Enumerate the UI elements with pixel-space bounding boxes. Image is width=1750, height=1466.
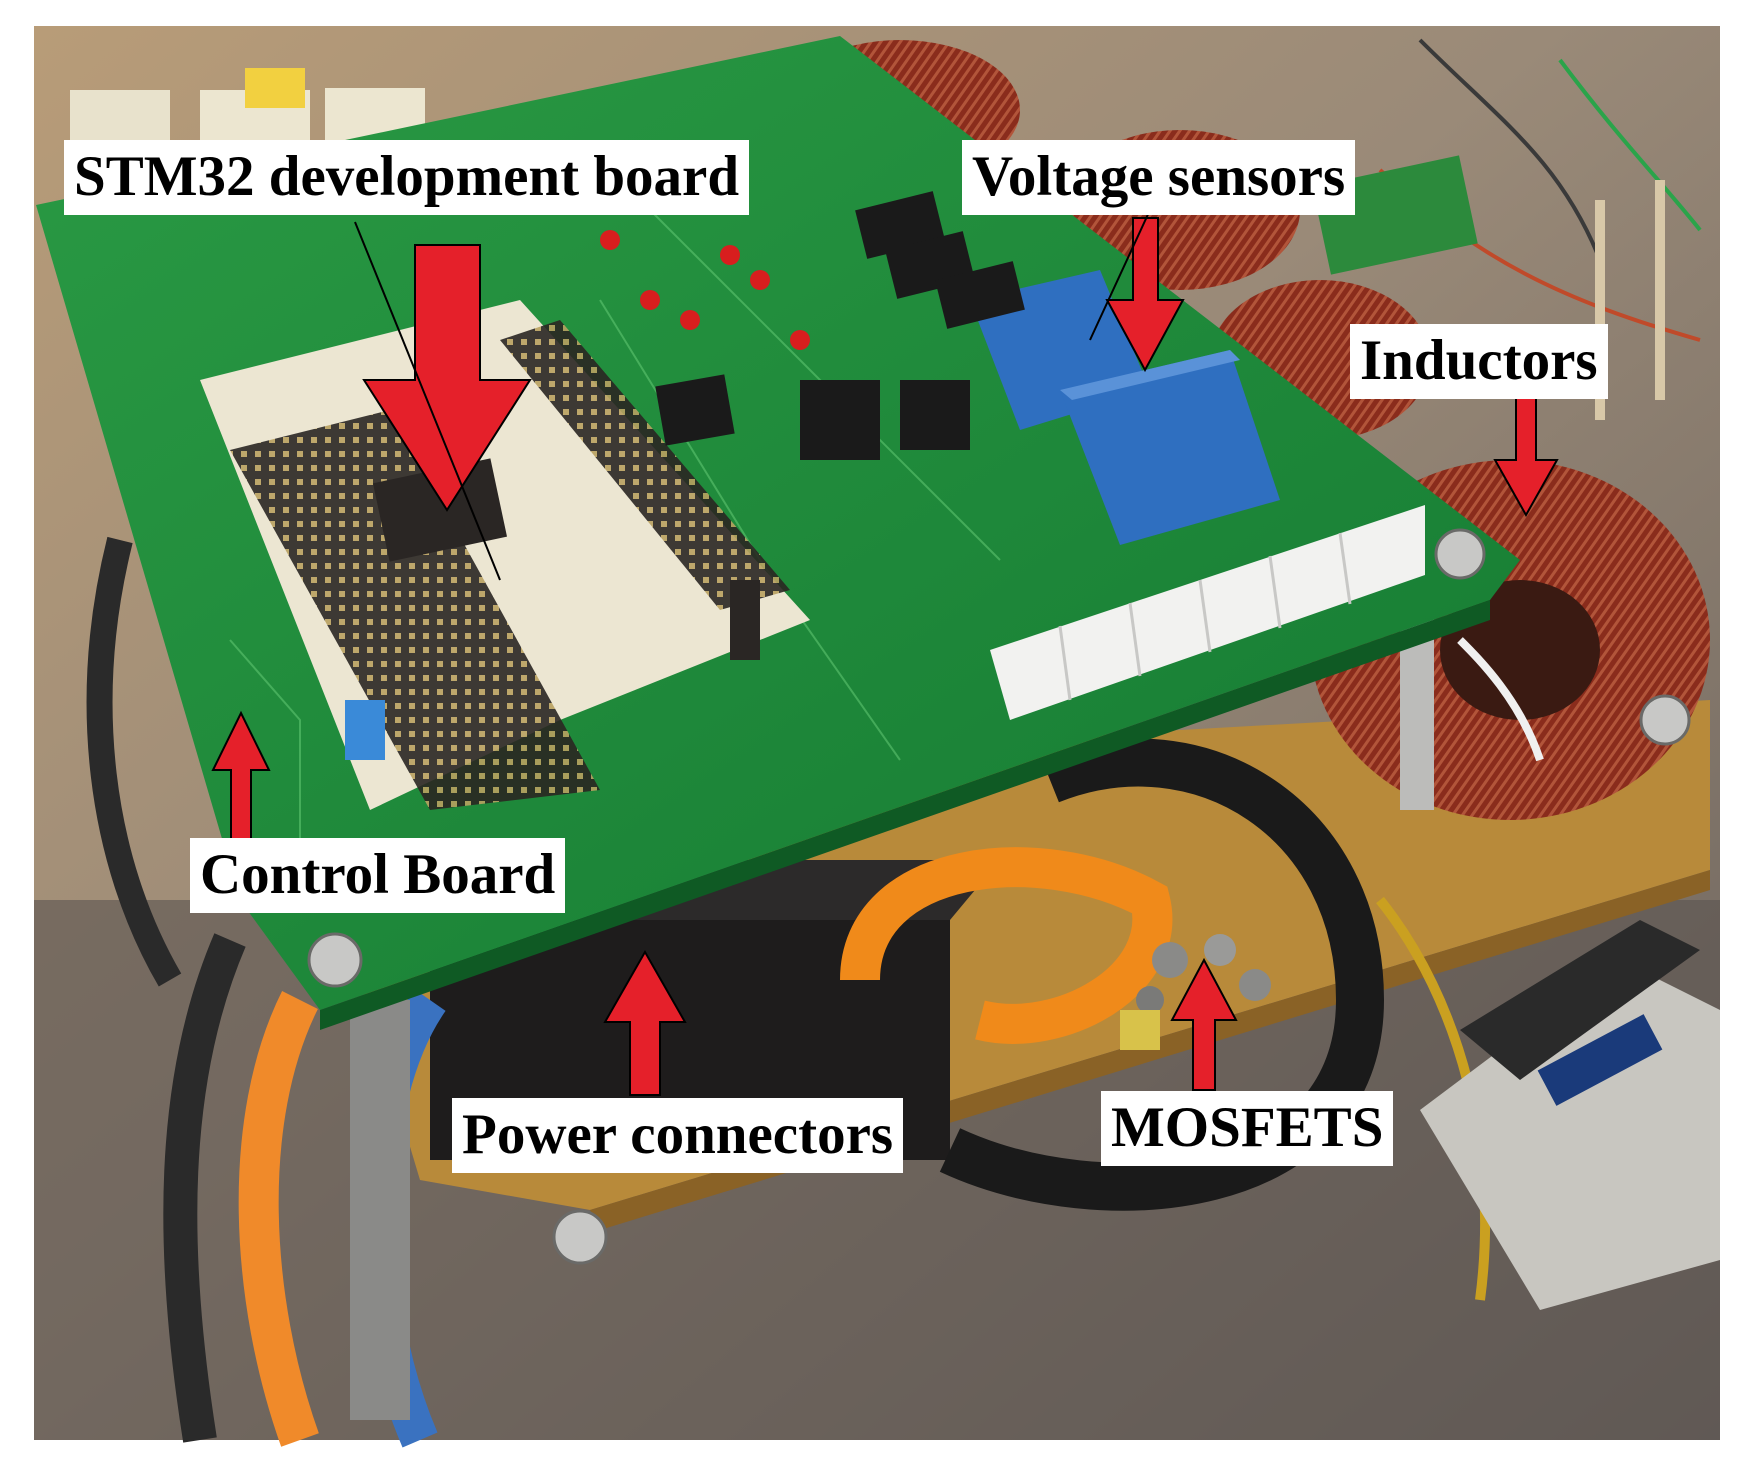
arrow-power-connectors: [603, 949, 687, 1096]
arrow-inductors: [1493, 395, 1559, 518]
nucleo-board: [200, 300, 810, 810]
cables: [86, 536, 1491, 1448]
callout-arrows: [211, 217, 1559, 1096]
arrow-voltage-sensors: [1105, 217, 1185, 373]
standoff-left: [350, 1000, 410, 1420]
arrow-mosfets: [1170, 957, 1238, 1091]
stm32-chip: [372, 458, 508, 562]
label-inductors: Inductors: [1350, 324, 1608, 399]
arrow-stm32: [362, 244, 532, 512]
leader-lines: [354, 209, 1151, 581]
red-leds: [600, 230, 810, 350]
label-mosfets: MOSFETS: [1101, 1091, 1394, 1166]
label-control-board: Control Board: [190, 838, 566, 913]
relays: [655, 191, 1025, 460]
signal-connector-strip: [990, 505, 1425, 720]
label-voltage-sensors: Voltage sensors: [962, 140, 1356, 215]
label-power-connectors: Power connectors: [452, 1098, 904, 1173]
arrow-control-board: [211, 710, 271, 841]
screws: [307, 528, 1691, 1265]
label-stm32-development-board: STM32 development board: [64, 140, 750, 215]
mosfet-terminals: [1120, 934, 1271, 1050]
control-board-edge: [320, 600, 1490, 1030]
current-probe: [1420, 920, 1720, 1310]
